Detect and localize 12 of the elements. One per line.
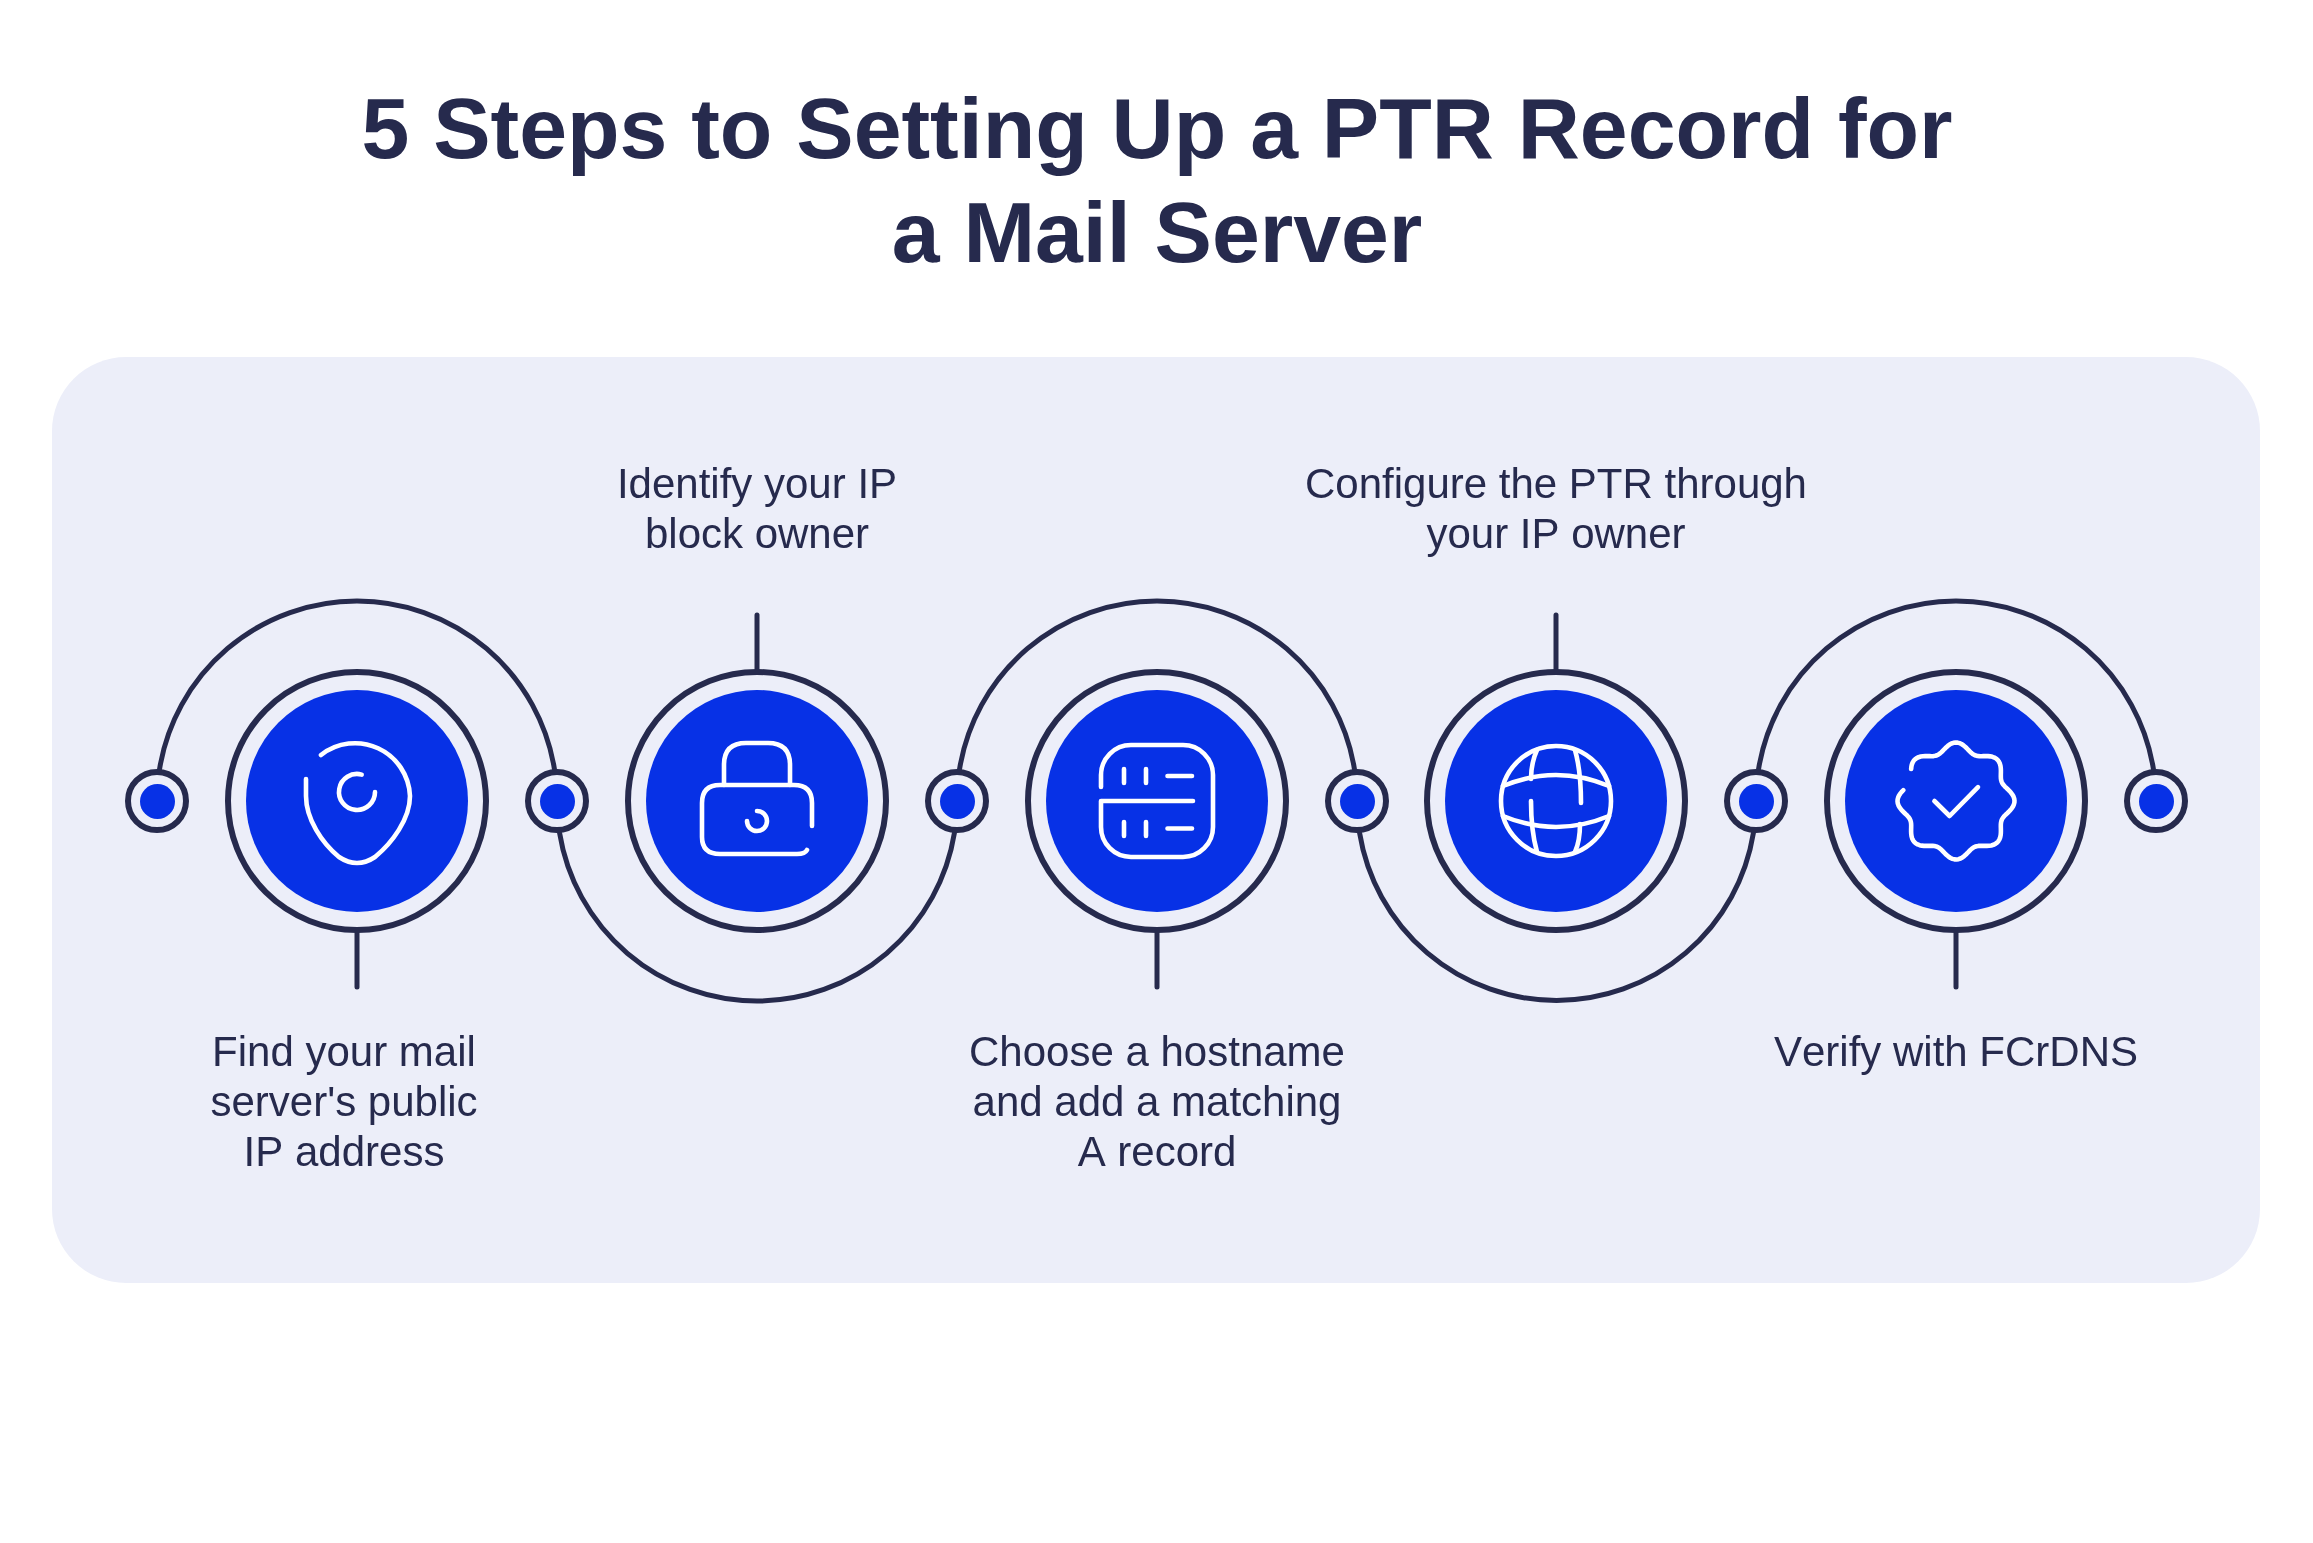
arc-connector bbox=[957, 598, 1357, 772]
step-caption: Choose a hostname and add a matching A record bbox=[968, 1027, 1346, 1177]
step-caption: Find your mail server's public IP address bbox=[209, 1027, 479, 1177]
arc-connector bbox=[1756, 598, 2156, 772]
background-panel bbox=[52, 357, 2260, 1283]
step-caption: Configure the PTR through your IP owner bbox=[1304, 459, 1808, 559]
step-caption: Identify your IP block owner bbox=[615, 459, 899, 559]
arc-connector bbox=[1357, 830, 1756, 1003]
arc-connector bbox=[157, 598, 557, 772]
arc-connector bbox=[557, 830, 957, 1004]
step-caption: Verify with FCrDNS bbox=[1772, 1027, 2139, 1077]
title: 5 Steps to Setting Up a PTR Record for a Mail Server bbox=[360, 79, 1954, 282]
